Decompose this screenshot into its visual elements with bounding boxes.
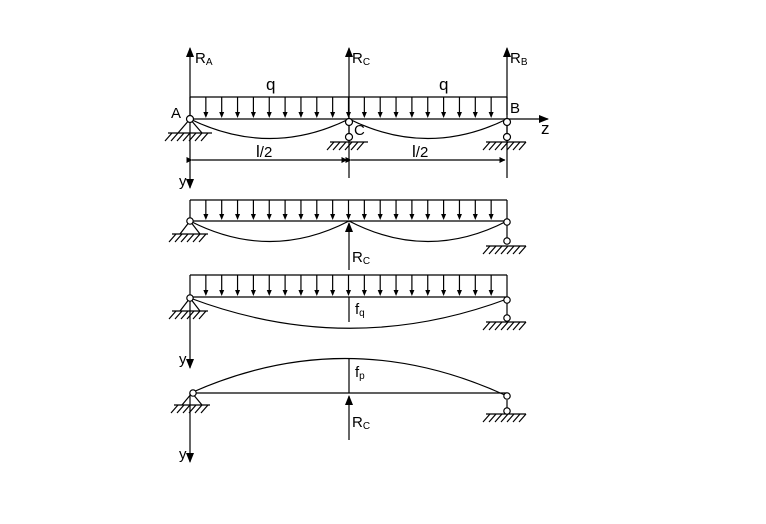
support-b-roller <box>482 125 527 151</box>
label-q-right: q <box>439 75 448 94</box>
label-rc-4: RC <box>352 414 370 432</box>
load-arrow-head <box>250 112 256 118</box>
load-arrow-head <box>219 112 225 118</box>
load-arrow-head <box>235 112 241 118</box>
load-arrow-head <box>203 112 209 118</box>
load-arrow-head <box>456 290 462 296</box>
load-arrow-head <box>266 214 272 220</box>
load-arrow-head <box>488 112 494 118</box>
load-arrow-head <box>425 214 431 220</box>
load-arrow-head <box>393 290 399 296</box>
load-arrow-head <box>298 214 304 220</box>
load-arrow-head <box>298 112 304 118</box>
label-point-b: B <box>510 100 520 117</box>
support-b-roller-2 <box>482 224 527 255</box>
support-b-roller-3 <box>482 301 527 331</box>
label-fp: fp <box>355 364 365 382</box>
load-arrow-head <box>488 290 494 296</box>
load-arrow-head <box>346 290 351 296</box>
load-arrow-head <box>219 290 225 296</box>
load-arrow-head <box>472 214 478 220</box>
load-arrow-head <box>377 112 383 118</box>
hinge-c-bottom <box>344 132 354 142</box>
load-arrow-head <box>282 214 288 220</box>
diagram-3-load-deflection <box>168 274 527 369</box>
load-arrow-head <box>361 290 367 296</box>
label-span-left: l/2 <box>256 142 272 161</box>
label-point-c: C <box>354 122 365 139</box>
support-c-roller <box>326 125 368 151</box>
load-arrow-head <box>314 290 320 296</box>
load-arrow-head <box>330 112 336 118</box>
diagram-4-rc-deflection <box>170 357 527 463</box>
load-arrow-head <box>409 214 415 220</box>
label-rc: RC <box>352 50 370 68</box>
distributed-load-arrows-2 <box>203 200 494 220</box>
load-arrow-head <box>330 290 336 296</box>
deflection-curve-left <box>189 118 350 140</box>
load-arrow-head <box>203 214 209 220</box>
hinge-c-top <box>344 117 354 127</box>
support-a-pin <box>164 118 212 142</box>
load-arrow-head <box>377 290 383 296</box>
load-arrow-head <box>456 214 462 220</box>
label-rc-2: RC <box>352 249 370 267</box>
load-arrow-head <box>456 112 462 118</box>
load-arrow-head <box>441 112 447 118</box>
load-arrow-head <box>250 214 256 220</box>
label-axis-y: y <box>179 173 187 190</box>
load-arrow-head <box>330 214 336 220</box>
label-q-left: q <box>266 75 275 94</box>
load-arrow-head <box>409 290 415 296</box>
load-arrow-head <box>282 112 288 118</box>
load-arrow-head <box>314 112 320 118</box>
load-arrow-head <box>393 214 399 220</box>
hinge-a <box>185 114 195 124</box>
label-rb: RB <box>510 50 528 68</box>
load-arrow-head <box>282 290 288 296</box>
load-arrow-head <box>393 112 399 118</box>
load-arrow-head <box>425 112 431 118</box>
deflection-curve-q <box>189 297 508 329</box>
load-arrow-head <box>266 112 272 118</box>
label-point-a: A <box>171 105 181 122</box>
load-arrow-head <box>235 290 241 296</box>
labels: RA RC RB q q A B C z y l/2 l/2 RC fq y f… <box>171 50 550 463</box>
load-arrow-head <box>203 290 209 296</box>
deflection-curve-p <box>192 357 508 397</box>
load-arrow-head <box>472 290 478 296</box>
load-arrow-head <box>377 214 383 220</box>
distributed-load-arrows-3 <box>203 275 494 296</box>
load-arrow-head <box>298 290 304 296</box>
load-arrow-head <box>472 112 478 118</box>
deflection-curve-right <box>348 118 508 140</box>
hinge-b-bottom <box>502 132 512 142</box>
load-arrow-head <box>361 112 367 118</box>
label-span-right: l/2 <box>412 142 428 161</box>
load-arrow-head <box>266 290 272 296</box>
load-arrow-head <box>219 214 225 220</box>
load-arrow-head <box>361 214 367 220</box>
diagram-1-full-beam <box>164 47 549 189</box>
label-axis-y-3: y <box>179 351 187 368</box>
load-arrow-head <box>425 290 431 296</box>
label-axis-y-4: y <box>179 446 187 463</box>
load-arrow-head <box>441 214 447 220</box>
label-fq: fq <box>355 301 365 319</box>
load-arrow-head <box>488 214 494 220</box>
load-arrow-head <box>409 112 415 118</box>
load-arrow-head <box>441 290 447 296</box>
label-axis-z: z <box>541 119 550 138</box>
diagram-2-beam-with-rc <box>168 199 527 270</box>
deflection-curve-left-2 <box>189 220 350 243</box>
load-arrow-head <box>314 214 320 220</box>
hinge-b-top <box>502 117 512 127</box>
label-ra: RA <box>195 50 213 68</box>
load-arrow-head <box>250 290 256 296</box>
deflection-curve-right-2 <box>348 220 508 243</box>
load-arrow-head <box>235 214 241 220</box>
load-arrow-head <box>346 214 351 220</box>
